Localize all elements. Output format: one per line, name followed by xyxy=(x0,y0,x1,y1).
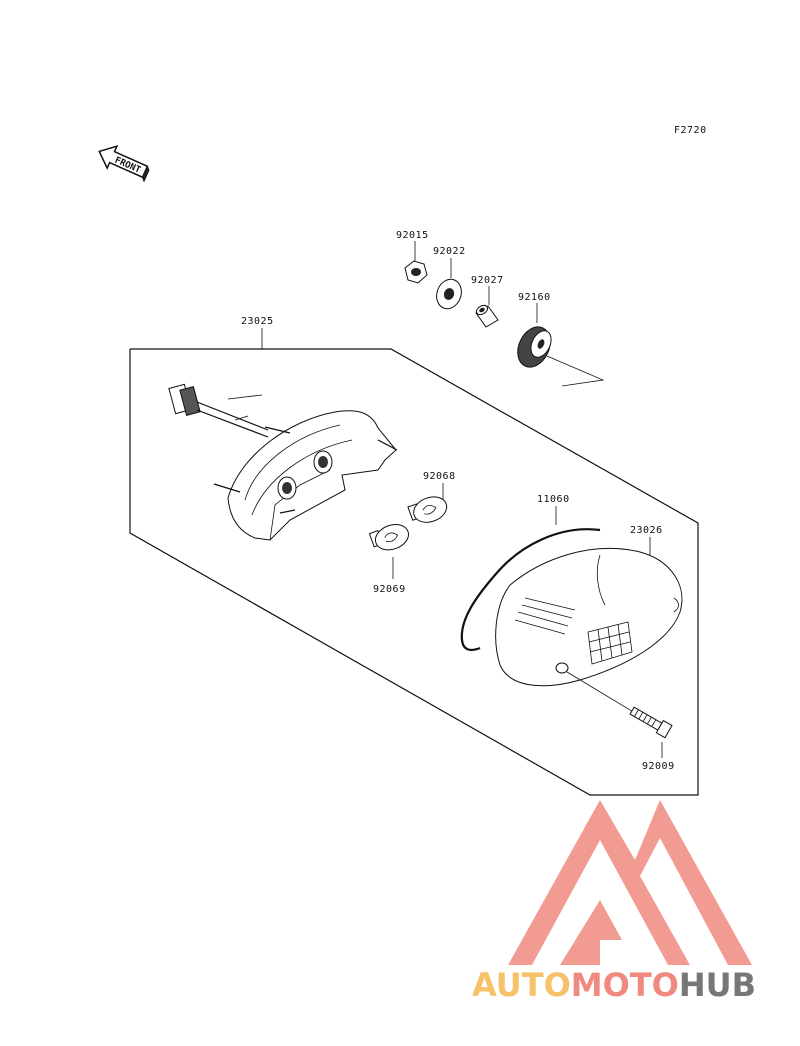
connector-plug xyxy=(168,383,269,438)
figure-code: F2720 xyxy=(674,125,707,136)
watermark-moto: MOTO xyxy=(571,966,679,1004)
watermark-text: AUTOMOTOHUB xyxy=(472,966,756,1004)
washer-92022 xyxy=(436,278,462,310)
watermark-hub: HUB xyxy=(679,966,756,1004)
label-92015: 92015 xyxy=(396,230,429,241)
gasket-11060 xyxy=(460,528,601,651)
label-92009: 92009 xyxy=(642,761,675,772)
lens-23026 xyxy=(495,547,683,687)
grommet-92160 xyxy=(517,326,552,368)
bulb-92069 xyxy=(368,523,409,551)
label-92160: 92160 xyxy=(518,292,551,303)
label-11060: 11060 xyxy=(537,494,570,505)
label-92069: 92069 xyxy=(373,584,406,595)
front-arrow-icon: FRONT xyxy=(98,144,150,183)
automotohub-logo-icon xyxy=(508,800,752,965)
screw-92009 xyxy=(629,706,673,739)
bulb-92068 xyxy=(407,496,448,523)
watermark-auto: AUTO xyxy=(472,966,571,1004)
nut-92015 xyxy=(404,260,428,284)
assembly-direction-line xyxy=(546,355,605,387)
label-23026: 23026 xyxy=(630,525,663,536)
assembly-outline xyxy=(129,348,699,796)
lamp-housing xyxy=(213,410,398,541)
label-23025: 23025 xyxy=(241,316,274,327)
label-92068: 92068 xyxy=(423,471,456,482)
label-92022: 92022 xyxy=(433,246,466,257)
collar-92027 xyxy=(475,304,499,328)
label-92027: 92027 xyxy=(471,275,504,286)
